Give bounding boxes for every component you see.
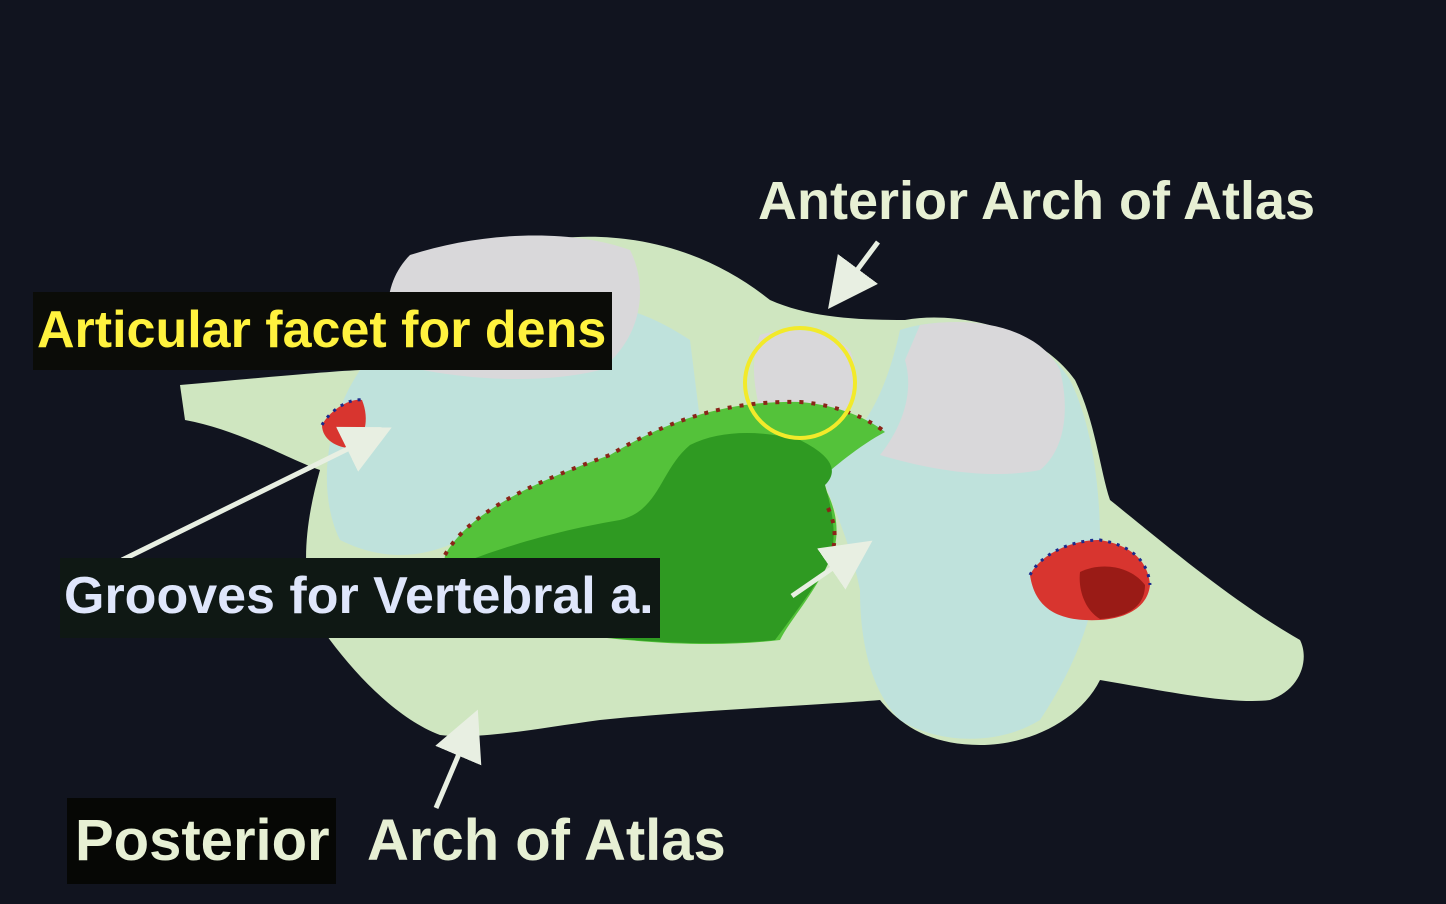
- right-superior-articular-facet: [880, 322, 1065, 475]
- right-transverse-foramen-inner: [1079, 566, 1145, 619]
- arrow-groove-right: [790, 540, 873, 599]
- arrow-groove-left: [120, 426, 392, 563]
- label-grooves-vertebral: Grooves for Vertebral a.: [60, 558, 660, 638]
- arrow-posterior-arch: [433, 709, 482, 809]
- left-transverse-foramen-outline: [320, 398, 363, 426]
- dens-facet-area: [754, 330, 856, 415]
- right-transverse-foramen-outline: [1028, 538, 1152, 586]
- label-posterior-rest: Arch of Atlas: [367, 808, 726, 873]
- label-anterior-arch: Anterior Arch of Atlas: [758, 171, 1316, 231]
- arrow-anterior-arch: [828, 240, 881, 310]
- label-articular-facet: Articular facet for dens: [33, 292, 613, 370]
- vertebral-foramen-outline: [443, 399, 887, 556]
- label-posterior-word: Posterior: [67, 798, 336, 884]
- dens-facet-circle: [743, 326, 857, 440]
